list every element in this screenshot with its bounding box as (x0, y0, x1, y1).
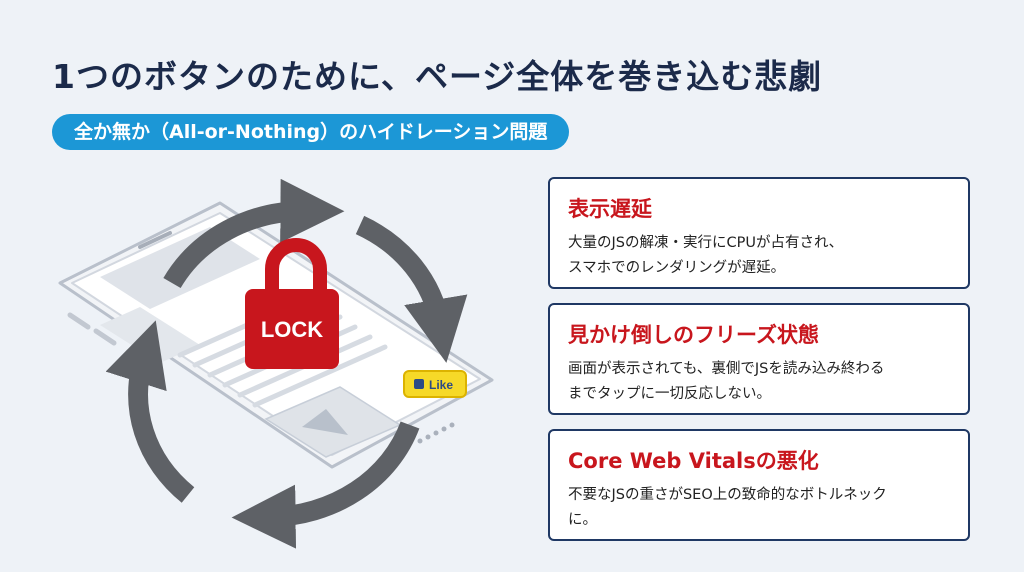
cycle-arrow-right (355, 215, 468, 363)
thumbs-up-icon (414, 379, 424, 389)
page-title: 1つのボタンのために、ページ全体を巻き込む悲劇 (52, 57, 823, 96)
cycle-arrow-bottom (231, 421, 420, 549)
lock-label: LOCK (261, 317, 323, 342)
card-line: に。 (568, 512, 597, 528)
card-body: 大量のJSの解凍・実行にCPUが占有され、 スマホでのレンダリングが遅延。 (568, 231, 950, 281)
hydration-illustration: LOCK Like (58, 178, 494, 549)
cycle-arrow-top (163, 178, 345, 289)
card-line: スマホでのレンダリングが遅延。 (568, 260, 786, 276)
lock-body (245, 289, 339, 369)
card-title: 見かけ倒しのフリーズ状態 (568, 323, 819, 347)
subtitle-badge: 全か無か（All-or-Nothing）のハイドレーション問題 (52, 114, 570, 150)
lock-shackle (265, 238, 327, 293)
lock-icon: LOCK (245, 238, 339, 369)
phone-speaker (138, 231, 172, 249)
card-line: までタップに一切反応しない。 (568, 386, 771, 402)
card-line: 画面が表示されても、裏側でJSを読み込み終わる (568, 361, 885, 377)
card-line: 不要なJSの重さがSEO上の致命的なボトルネック (568, 487, 887, 503)
like-button: Like (403, 370, 467, 398)
card-display-delay: 表示遅延 大量のJSの解凍・実行にCPUが占有され、 スマホでのレンダリングが遅… (548, 177, 970, 289)
like-button-body (403, 370, 467, 398)
card-title: 表示遅延 (568, 197, 652, 221)
card-body: 不要なJSの重さがSEO上の致命的なボトルネック に。 (568, 483, 950, 533)
card-body: 画面が表示されても、裏側でJSを読み込み終わる までタップに一切反応しない。 (568, 357, 950, 407)
cycle-arrows (105, 178, 468, 549)
cycle-arrow-left (105, 320, 195, 503)
card-line: 大量のJSの解凍・実行にCPUが占有され、 (568, 235, 844, 251)
card-title: Core Web Vitalsの悪化 (568, 449, 819, 473)
card-core-web-vitals: Core Web Vitalsの悪化 不要なJSの重さがSEO上の致命的なボトル… (548, 429, 970, 541)
like-label: Like (429, 378, 453, 392)
image-icon (302, 409, 348, 435)
card-fake-freeze: 見かけ倒しのフリーズ状態 画面が表示されても、裏側でJSを読み込み終わる までタ… (548, 303, 970, 415)
phone-bottom-detail (417, 422, 455, 444)
